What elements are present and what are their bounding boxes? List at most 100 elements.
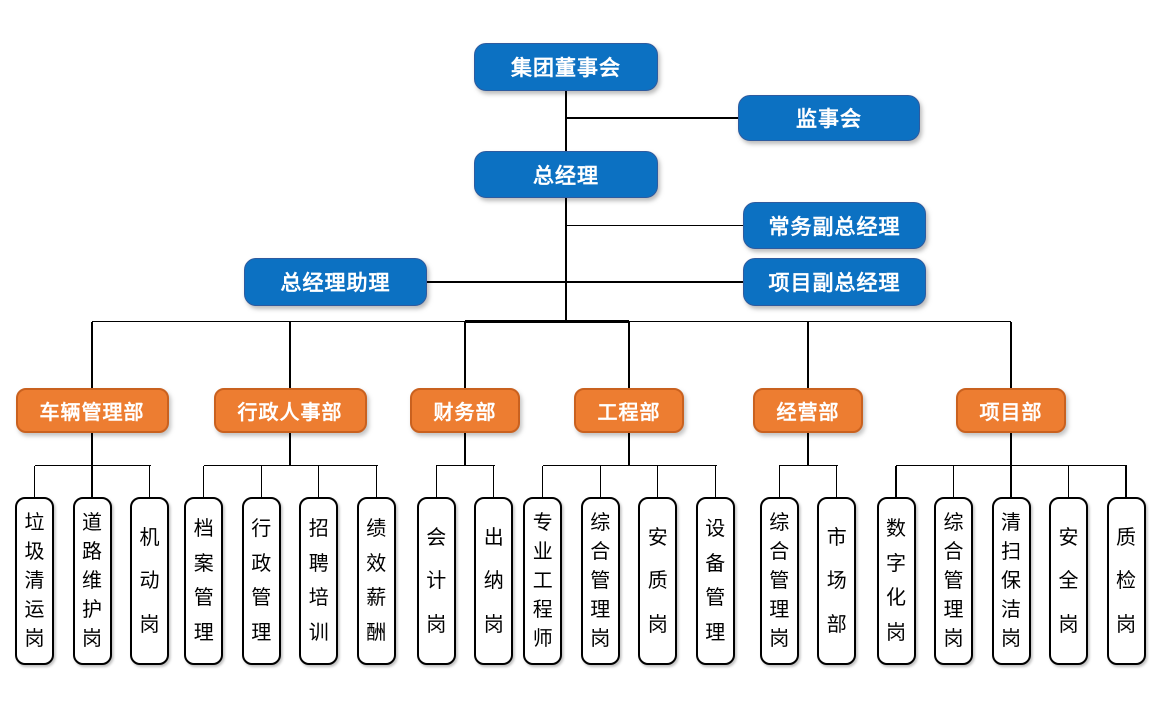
position-box: 道路维护岗	[72, 497, 112, 665]
connector-line	[318, 465, 320, 497]
connector-line	[260, 465, 262, 497]
position-box: 质检岗	[1106, 497, 1146, 665]
position-char: 岗	[1116, 613, 1136, 636]
connector-line	[1010, 465, 1012, 497]
position-char: 师	[532, 628, 553, 650]
position-char: 岗	[1001, 628, 1021, 650]
position-char: 理	[943, 599, 964, 621]
node-label: 常务副总经理	[768, 215, 901, 239]
position-char: 效	[366, 552, 387, 575]
position-char: 清	[1001, 512, 1021, 534]
connector-line	[628, 433, 630, 465]
connector-line	[91, 321, 93, 388]
position-box: 综合管理岗	[934, 497, 973, 665]
department-label: 工程部	[597, 402, 661, 424]
position-box: 综合管理岗	[759, 497, 799, 665]
position-char: 业	[532, 541, 553, 563]
department-label: 车辆管理部	[39, 402, 145, 424]
position-char: 部	[826, 613, 847, 636]
connector-line	[807, 433, 809, 465]
connector-line	[34, 464, 151, 466]
connector-line	[1010, 321, 1012, 388]
position-char: 全	[1058, 570, 1079, 592]
position-char: 合	[590, 541, 611, 563]
position-char: 聘	[308, 552, 329, 575]
position-char: 管	[590, 570, 611, 592]
position-char: 安	[1058, 526, 1079, 549]
position-char: 岗	[590, 628, 611, 650]
position-char: 岗	[769, 628, 790, 650]
position-char: 岗	[82, 628, 102, 650]
position-char: 清	[24, 570, 45, 592]
position-char: 质	[1116, 526, 1136, 549]
position-char: 纳	[483, 570, 504, 592]
node-label: 总经理助理	[280, 272, 391, 295]
position-char: 理	[193, 622, 214, 645]
node-project-deputy-gm: 项目副总经理	[743, 258, 926, 306]
position-char: 保	[1001, 570, 1021, 592]
position-char: 岗	[647, 613, 668, 636]
department-box: 项目部	[956, 388, 1066, 433]
position-char: 运	[24, 599, 45, 621]
position-box: 市场部	[817, 497, 857, 665]
position-char: 管	[705, 587, 726, 610]
position-char: 政	[251, 552, 272, 575]
position-char: 理	[769, 599, 790, 621]
position-char: 管	[193, 587, 214, 610]
position-char: 档	[193, 517, 214, 540]
position-box: 出纳岗	[474, 497, 514, 665]
position-box: 安全岗	[1049, 497, 1088, 665]
connector-line	[952, 465, 955, 497]
node-label: 集团董事会	[511, 57, 621, 80]
position-char: 岗	[426, 613, 447, 636]
connector-line	[542, 464, 717, 466]
position-char: 岗	[943, 628, 964, 650]
department-label: 财务部	[433, 402, 497, 424]
position-box: 会计岗	[416, 497, 456, 665]
position-box: 清扫保洁岗	[991, 497, 1031, 665]
connector-line	[714, 465, 716, 497]
node-supervisory-board: 监事会	[738, 95, 920, 141]
connector-line	[203, 464, 378, 466]
position-char: 程	[532, 599, 553, 621]
position-char: 设	[705, 517, 726, 540]
position-box: 专业工程师	[523, 497, 563, 665]
position-char: 专	[532, 512, 553, 534]
position-char: 管	[943, 570, 964, 592]
position-char: 字	[886, 552, 906, 575]
position-char: 理	[590, 599, 611, 621]
node-gm-assistant: 总经理助理	[244, 258, 427, 306]
connector-line	[427, 281, 743, 283]
connector-line	[628, 321, 630, 388]
position-char: 洁	[1001, 599, 1021, 621]
position-char: 综	[943, 512, 964, 534]
position-box: 机动岗	[130, 497, 169, 665]
department-box: 工程部	[574, 388, 684, 433]
position-char: 合	[769, 541, 790, 563]
connector-line	[435, 465, 437, 497]
position-char: 理	[251, 622, 272, 645]
position-char: 道	[82, 512, 102, 534]
position-char: 岗	[886, 622, 906, 645]
connector-line	[599, 465, 601, 497]
connector-line	[1125, 465, 1127, 497]
position-box: 行政管理	[241, 497, 281, 665]
department-box: 行政人事部	[213, 388, 367, 433]
connector-line	[896, 464, 1128, 466]
position-char: 酬	[366, 622, 387, 645]
connector-line	[91, 433, 93, 465]
position-char: 薪	[366, 587, 387, 610]
connector-line	[289, 433, 291, 465]
department-box: 经营部	[753, 388, 863, 433]
position-char: 绩	[366, 517, 387, 540]
position-char: 扫	[1001, 541, 1021, 563]
connector-line	[436, 464, 496, 466]
position-char: 数	[886, 517, 906, 540]
position-char: 计	[426, 570, 447, 592]
connector-line	[566, 224, 743, 227]
connector-line	[1067, 465, 1070, 497]
connector-line	[289, 321, 291, 388]
position-char: 岗	[24, 628, 45, 650]
node-label: 项目副总经理	[768, 272, 901, 295]
position-char: 化	[886, 587, 906, 610]
